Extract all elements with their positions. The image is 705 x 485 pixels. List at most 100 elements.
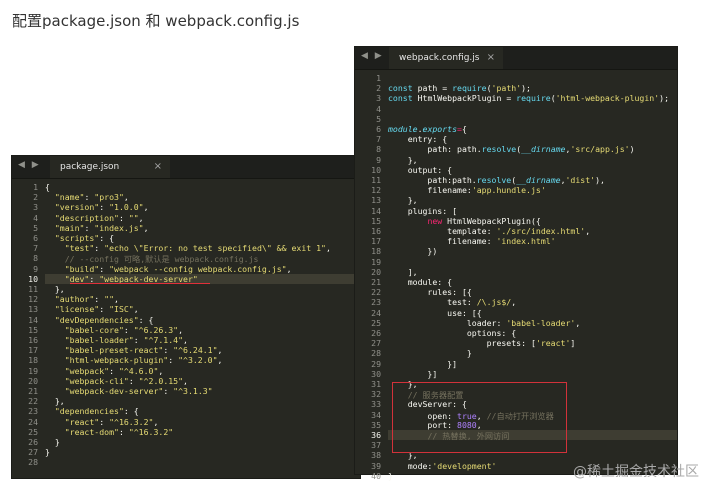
line-number: 11 [371,175,381,185]
code-token: __dirname [516,175,561,185]
package-tab-bar: ◀ ▶ package.json × [12,156,360,179]
line-number: 8 [33,253,38,264]
code-line: "build": "webpack --config webpack.confi… [45,264,292,274]
tab-package-json[interactable]: package.json × [50,156,170,178]
code-line: plugins: [ [388,206,457,216]
code-token: } [388,470,393,481]
code-line: module.exports={ [388,124,467,134]
code-token: ); [659,93,669,104]
code-token: }, [388,154,418,165]
nav-arrows-icon[interactable]: ◀ ▶ [361,51,384,61]
line-number: 36 [371,430,381,440]
code-line: options: { [388,328,516,338]
nav-arrows-icon[interactable]: ◀ ▶ [18,160,41,170]
code-token: : [94,294,105,305]
code-token: : { [138,314,154,325]
code-token: "test" [64,243,95,254]
code-token: mode: [388,460,433,471]
code-token: , [138,212,144,223]
code-token: __dirname [521,144,566,155]
code-area[interactable]: const path = require('path');const HtmlW… [388,70,677,481]
code-token [45,427,65,437]
code-token: "index.js" [94,222,144,233]
line-number: 37 [371,440,381,451]
code-token: "pro3" [94,192,124,203]
code-token: "^3.1.3" [173,386,213,396]
code-token: path:path. [388,175,477,185]
code-token: require [516,93,551,104]
line-number: 16 [371,226,381,236]
line-number: 1 [376,73,381,83]
code-token: "dependencies" [54,406,124,417]
line-number: 26 [371,328,381,338]
code-token: , [565,144,571,155]
code-line: }) [388,246,437,256]
code-line: { [45,182,50,192]
code-token: "^6.24.1" [173,345,218,356]
code-line: path:path.resolve(__dirname,'dist'), [388,175,605,185]
code-token: } [45,437,60,447]
code-line: "license": "ISC", [45,304,139,314]
code-token [45,386,65,396]
code-line: output: { [388,165,452,175]
line-number: 29 [371,358,381,369]
close-icon[interactable]: × [486,52,495,63]
code-token: use: [{ [388,307,482,318]
code-token [45,366,65,376]
line-number: 39 [371,460,381,471]
code-token: ( [511,175,517,185]
line-number: 20 [28,375,38,386]
code-token: : [168,355,179,366]
code-token: test: [388,297,477,308]
code-line: "react-dom": "^16.3.2" [45,427,173,437]
close-icon[interactable]: × [153,161,162,172]
code-token: ] [570,338,576,349]
code-token: : [84,192,95,203]
code-token [388,216,427,226]
line-number: 17 [28,345,38,356]
code-token: : [123,324,134,335]
code-token: loader: [388,317,507,328]
code-token: module [388,124,418,134]
code-token: }, [388,379,418,389]
red-underline-annotation [70,283,210,284]
code-token: , [585,226,591,236]
code-line: // 热替换, 外网访问 [388,430,509,442]
line-number: 12 [28,294,38,305]
code-token: "version" [54,202,100,213]
code-token: ); [521,83,531,94]
line-number: 18 [371,246,381,257]
code-token [45,213,55,223]
code-token: options: { [388,328,517,338]
code-token: : [163,345,174,356]
line-number: 19 [28,365,38,376]
code-line: }, [45,396,65,406]
code-token: 'dist' [565,175,596,185]
code-line: use: [{ [388,308,482,318]
code-token: : [99,304,110,315]
line-number: 28 [371,348,381,359]
code-token: , [143,202,149,213]
code-token: "main" [54,222,85,233]
code-area[interactable]: { "name": "pro3", "version": "1.0.0", "d… [45,179,360,478]
code-token: "" [104,294,115,305]
code-token: module: { [388,277,453,287]
code-token: rules: [{ [388,287,472,298]
code-token: : [94,243,105,254]
code-token [45,274,65,284]
code-line: filename:'app.hundle.js' [388,185,546,196]
code-token: "html-webpack-plugin" [64,355,169,366]
tab-webpack-config[interactable]: webpack.config.js × [389,47,503,69]
code-token: 'app.hundle.js' [471,185,546,196]
code-token: 'react' [535,338,571,349]
code-token: // 热替换, 外网访问 [427,431,510,441]
code-line: } [388,348,472,358]
code-token [45,376,65,386]
code-line: mode:'development' [388,460,497,471]
code-token: : [118,426,129,437]
code-line: "babel-core": "^6.26.3", [45,325,183,335]
code-line: "webpack-dev-server": "^3.1.3" [45,386,213,396]
line-number: 34 [371,409,381,420]
line-number: 9 [376,154,381,165]
